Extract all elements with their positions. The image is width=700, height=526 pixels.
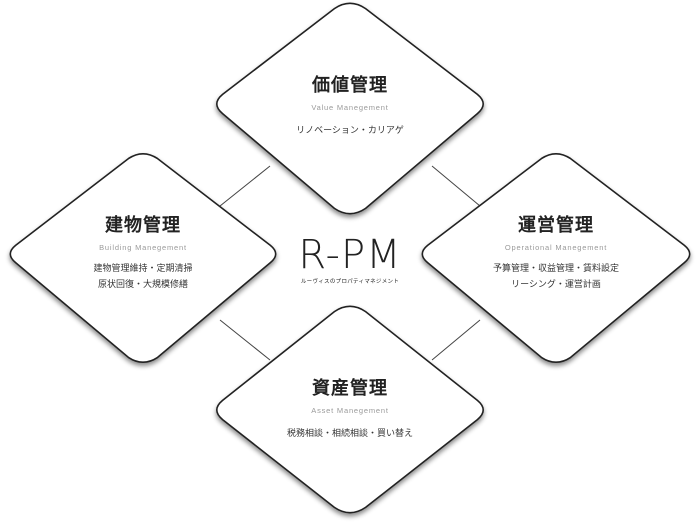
- node-line: リーシング・運営計画: [511, 280, 601, 290]
- node-title: 価値管理: [312, 75, 388, 96]
- node-description: 税務相談・相続相談・買い替え: [240, 426, 460, 442]
- node-description: 建物管理維持・定期清掃 原状回復・大規模修繕: [33, 261, 253, 293]
- logo-text: R-PM: [298, 232, 402, 278]
- node-subtitle: Value Manegement: [311, 103, 389, 112]
- node-line: 予算管理・収益管理・賃料設定: [492, 264, 619, 274]
- node-title: 建物管理: [105, 215, 181, 236]
- connector-building-asset: [219, 319, 271, 361]
- node-description: 予算管理・収益管理・賃料設定 リーシング・運営計画: [446, 261, 666, 293]
- connector-operational-asset: [431, 319, 481, 361]
- diamond-operational: [421, 153, 691, 363]
- node-asset: 資産管理 Asset Manegement 税務相談・相続相談・買い替え: [240, 378, 460, 442]
- connector-value-building: [219, 165, 271, 207]
- node-operational: 運営管理 Operational Manegement 予算管理・収益管理・賃料…: [446, 215, 666, 293]
- diamond-building: [9, 153, 277, 363]
- node-value: 価値管理 Value Manegement リノベーション・カリアゲ: [240, 75, 460, 139]
- node-title: 運営管理: [518, 215, 594, 236]
- diamond-asset: [216, 305, 484, 514]
- rpm-logo: R-PM ルーヴィスのプロパティマネジメント: [290, 235, 410, 285]
- node-line: リノベーション・カリアゲ: [296, 126, 404, 136]
- node-building: 建物管理 Building Manegement 建物管理維持・定期清掃 原状回…: [33, 215, 253, 293]
- diamond-value: [216, 2, 484, 215]
- node-description: リノベーション・カリアゲ: [240, 123, 460, 139]
- node-subtitle: Operational Manegement: [504, 243, 608, 252]
- node-line: 建物管理維持・定期清掃: [93, 264, 193, 274]
- node-line: 原状回復・大規模修繕: [97, 280, 188, 290]
- node-title: 資産管理: [312, 378, 388, 399]
- node-line: 税務相談・相続相談・買い替え: [286, 429, 413, 439]
- node-subtitle: Asset Manegement: [311, 406, 389, 415]
- node-subtitle: Building Manegement: [99, 243, 187, 252]
- logo-subtitle: ルーヴィスのプロパティマネジメント: [300, 279, 400, 285]
- connector-value-operational: [431, 165, 481, 207]
